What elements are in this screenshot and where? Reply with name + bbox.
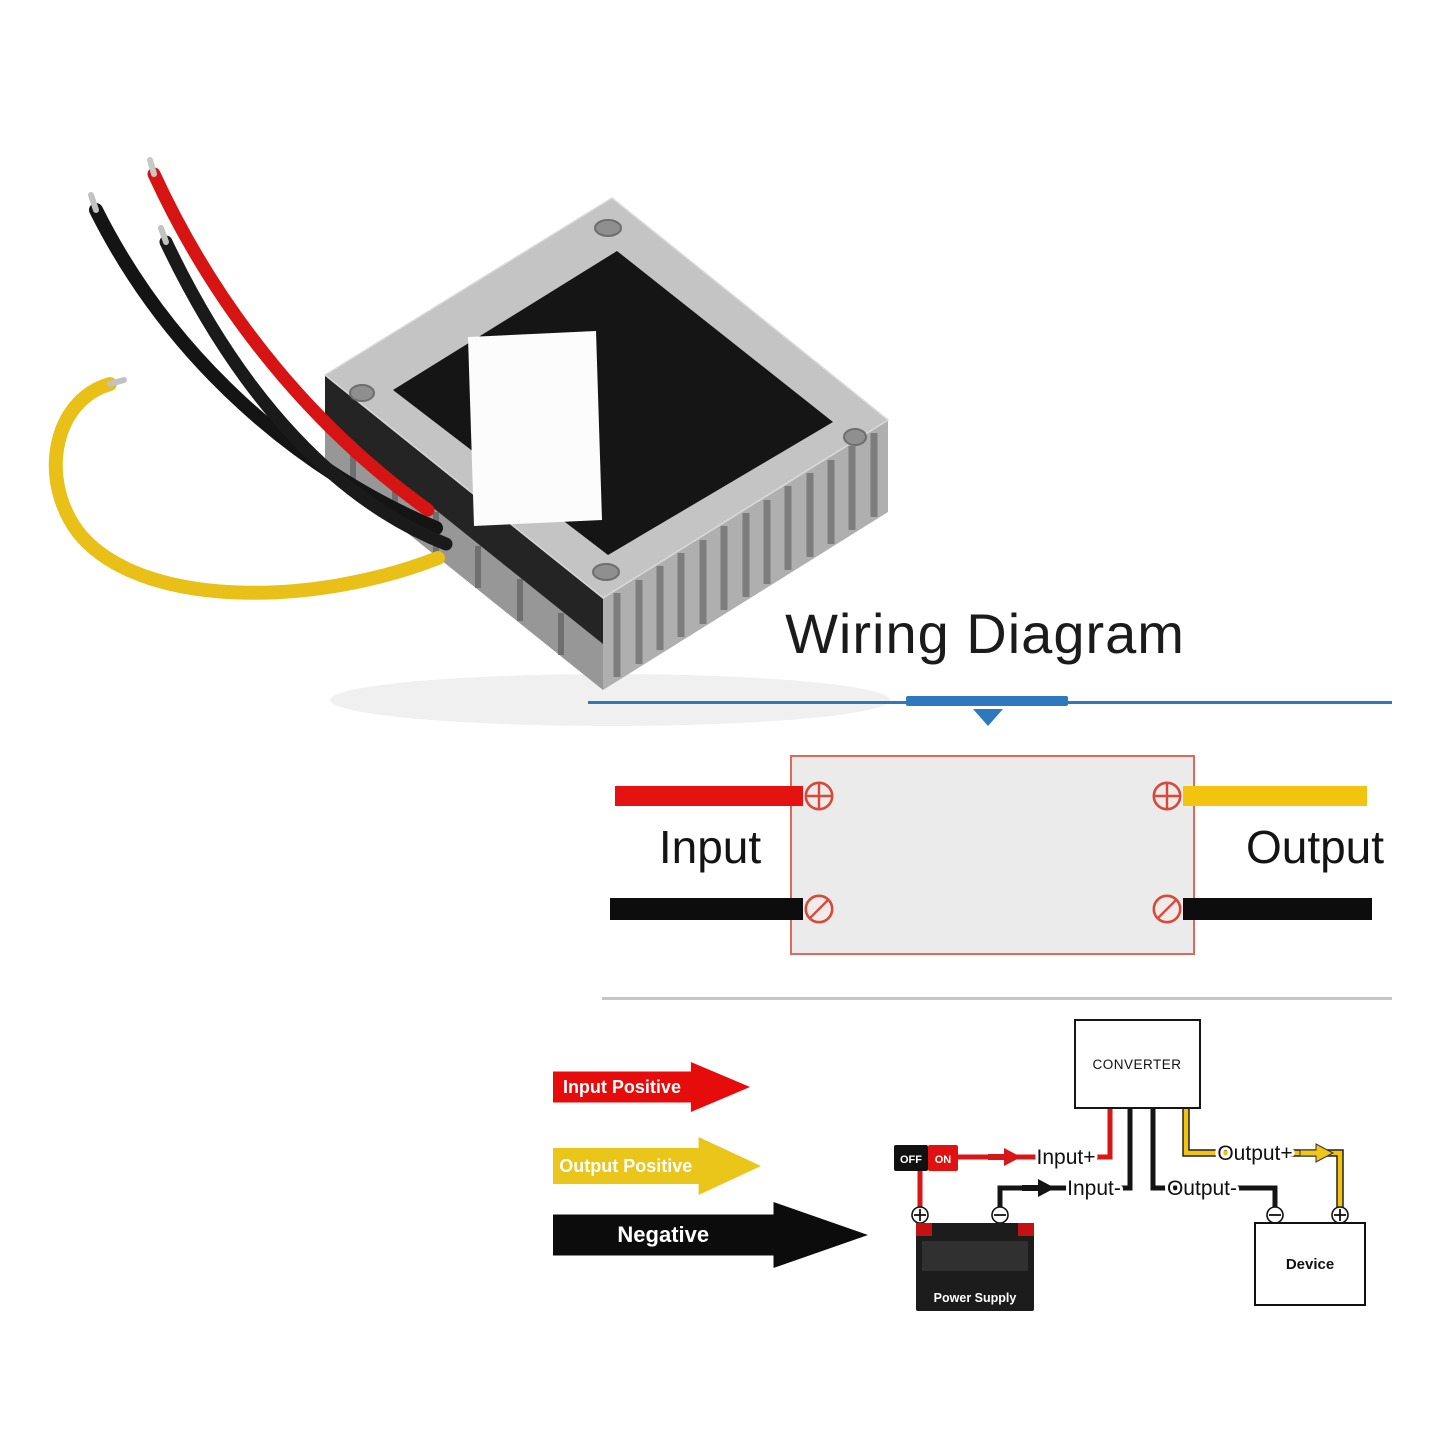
converter-label-sticker	[468, 331, 602, 526]
converter-heatsink-fins	[603, 420, 888, 690]
input-positive-wire	[615, 786, 803, 806]
switch-on-label: ON	[935, 1154, 952, 1166]
wire-ferrule	[88, 192, 99, 213]
yellow-arrow-right-icon	[1299, 1143, 1335, 1163]
yellow-wire	[48, 377, 445, 600]
black-wire-1	[88, 192, 443, 535]
mounting-holes	[349, 219, 867, 581]
input-plus-label: Input+	[1037, 1146, 1096, 1169]
section-divider	[602, 997, 1392, 1000]
wire-ferrule	[158, 225, 169, 245]
device-box: Device	[1254, 1222, 1366, 1306]
power-supply-label: Power Supply	[934, 1291, 1017, 1305]
legend-label-negative: Negative	[617, 1222, 710, 1247]
power-supply-box: Power Supply	[916, 1223, 1034, 1311]
input-label: Input	[658, 821, 762, 873]
wire-ferrule	[147, 157, 157, 177]
minus-terminal-icon	[1266, 1206, 1284, 1224]
input-negative-wire	[610, 898, 803, 920]
output-negative-wire	[1183, 898, 1372, 920]
legend-arrow-input-positive: Input Positive	[553, 1062, 750, 1112]
legend-label-input-positive: Input Positive	[562, 1077, 681, 1097]
legend-label-output-positive: Output Positive	[559, 1156, 693, 1176]
output-plus-label: Output+	[1217, 1142, 1292, 1165]
plus-terminal-icon	[1331, 1206, 1349, 1224]
power-switch: OFF ON	[894, 1145, 958, 1171]
wire-gland	[325, 375, 603, 644]
red-arrow-right-icon	[988, 1148, 1021, 1166]
black-wire-2	[158, 225, 453, 551]
screw-terminal-icon	[1152, 894, 1182, 924]
arrow-down-icon	[973, 709, 1003, 726]
converter-body-box	[790, 755, 1195, 955]
converter-product-photo	[48, 157, 890, 726]
schematic-converter-box	[1074, 1019, 1201, 1109]
converter-top-panel	[393, 251, 833, 555]
plus-terminal-icon	[1152, 781, 1182, 811]
connection-schematic: CONVERTER OFF ON Input+ Input- Output- O…	[894, 1019, 1366, 1311]
output-minus-label: Output-	[1167, 1177, 1237, 1200]
output-positive-wire	[1183, 786, 1367, 806]
schematic-wires	[917, 1108, 1344, 1207]
product-shadow	[330, 674, 890, 726]
device-label: Device	[1286, 1256, 1334, 1273]
wire-ferrule	[107, 377, 127, 387]
blue-divider-highlight	[906, 696, 1068, 706]
output-label: Output	[1245, 821, 1385, 873]
wiring-diagram-title: Wiring Diagram	[785, 602, 1185, 665]
legend-arrow-output-positive: Output Positive	[553, 1137, 761, 1195]
switch-off-label: OFF	[900, 1154, 922, 1166]
red-wire	[147, 157, 435, 517]
plus-terminal-icon	[804, 781, 834, 811]
black-arrow-right-icon	[1022, 1179, 1055, 1197]
converter-box-label: CONVERTER	[1092, 1057, 1181, 1072]
screw-terminal-icon	[804, 894, 834, 924]
input-minus-label: Input-	[1067, 1177, 1121, 1200]
minus-terminal-icon	[991, 1206, 1009, 1224]
legend-arrow-negative: Negative	[553, 1202, 868, 1268]
plus-terminal-icon	[911, 1206, 929, 1224]
